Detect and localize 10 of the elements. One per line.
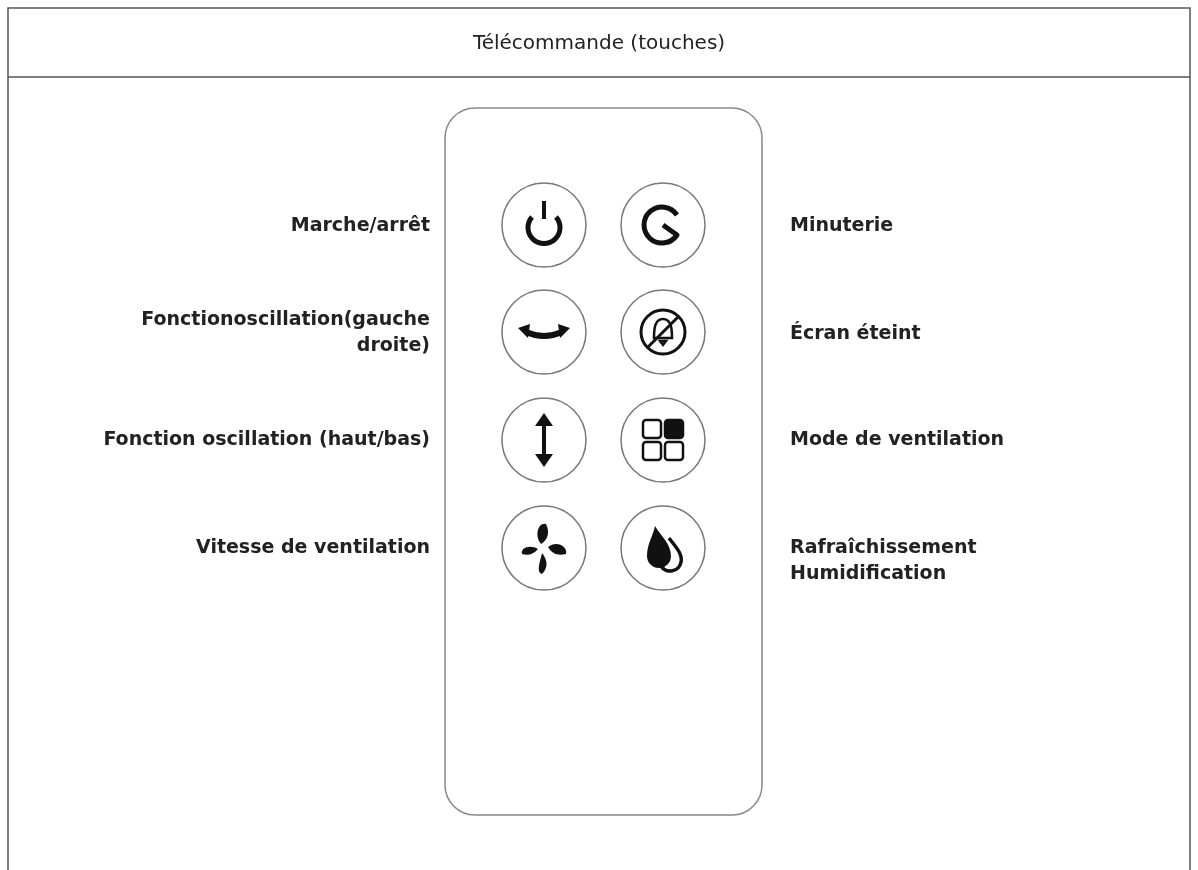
button-label: Rafraîchissement (790, 534, 978, 559)
button-label: Fonction oscillation (haut/bas) (102, 426, 430, 451)
button-label: Fonctionoscillation(gauche droite) (140, 306, 430, 357)
button-label: Mode de ventilation (790, 426, 1006, 451)
diagram-title: Télécommande (touches) (471, 30, 727, 54)
button-label: Marche/arrêt (289, 212, 430, 237)
button-label: Vitesse de ventilation (195, 534, 430, 559)
button-label: Humidification (790, 560, 948, 585)
button-label: Écran éteint (790, 320, 922, 345)
button-label: Minuterie (790, 212, 895, 237)
